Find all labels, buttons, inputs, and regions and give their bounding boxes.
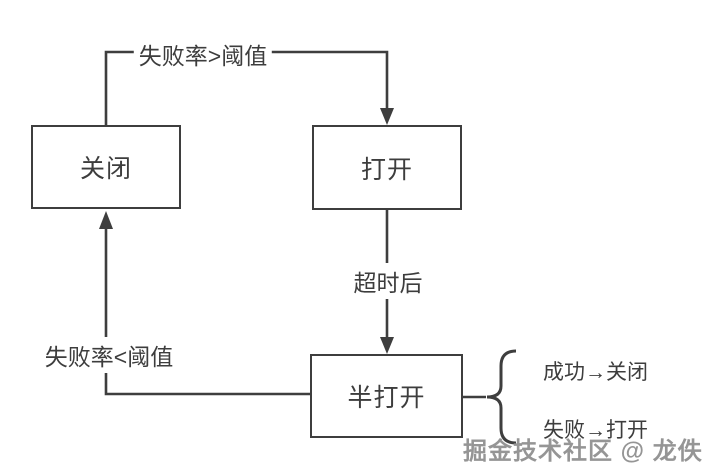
note-failure-to-open: 失败→打开 [543,419,648,442]
edge-label-after-timeout: 超时后 [348,263,428,299]
state-node-open: 打开 [312,125,462,210]
curly-brace-icon [486,349,517,445]
note-success-to-closed: 成功→关闭 [543,361,648,384]
watermark: 掘金技术社区 @ 龙佚 [463,438,703,465]
arrowhead-into-halfopen-icon [380,337,394,354]
state-node-closed-label: 关闭 [79,155,132,183]
state-node-half-open: 半打开 [310,354,463,438]
state-node-open-label: 打开 [360,155,413,184]
edge-label-failrate-gt-threshold: 失败率>阈值 [133,36,273,72]
state-node-closed: 关闭 [31,125,181,209]
edge-halfopen-to-closed-line [104,228,310,396]
state-node-half-open-label: 半打开 [347,384,426,412]
edge-label-failrate-lt-threshold: 失败率<阈值 [39,337,179,373]
arrowhead-into-closed-icon [99,211,113,229]
arrowhead-into-open-icon [380,108,394,125]
